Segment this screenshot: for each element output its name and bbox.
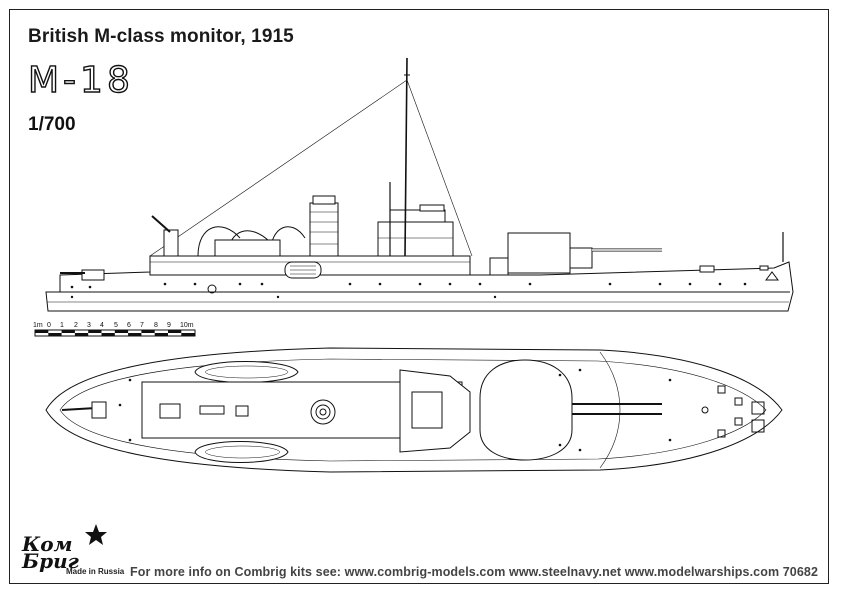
combrig-logo: Ком Бриг	[22, 532, 79, 573]
scale-bar	[34, 329, 196, 337]
scale-label: 8	[154, 322, 158, 329]
scale-label: 4	[100, 322, 104, 329]
logo-line1: Ком	[22, 532, 73, 556]
scale-label: 1m	[33, 322, 43, 329]
logo-subtitle: Made in Russia	[66, 567, 125, 576]
ship-name: M-18	[27, 59, 134, 101]
logo-line2: Бриг	[22, 549, 79, 573]
scale-label: 0	[47, 322, 51, 329]
side-profile-view	[45, 57, 794, 312]
scale-label: 6	[127, 322, 131, 329]
scale-ratio: 1/700	[28, 114, 76, 135]
scale-label: 2	[74, 322, 78, 329]
page-title: British M-class monitor, 1915	[28, 26, 294, 47]
plan-view	[45, 347, 783, 473]
scale-label: 3	[87, 322, 91, 329]
scale-label: 1	[60, 322, 64, 329]
drawing-frame	[9, 9, 829, 584]
scale-label: 9	[167, 322, 171, 329]
scale-label: 7	[140, 322, 144, 329]
star-icon	[85, 524, 107, 545]
scale-label: 10m	[180, 322, 194, 329]
scale-label: 5	[114, 322, 118, 329]
footer-info: For more info on Combrig kits see: www.c…	[130, 565, 819, 579]
scale-bar-labels: 1m 0 1 2 3 4 5 6 7 8 9 10m	[33, 322, 194, 329]
